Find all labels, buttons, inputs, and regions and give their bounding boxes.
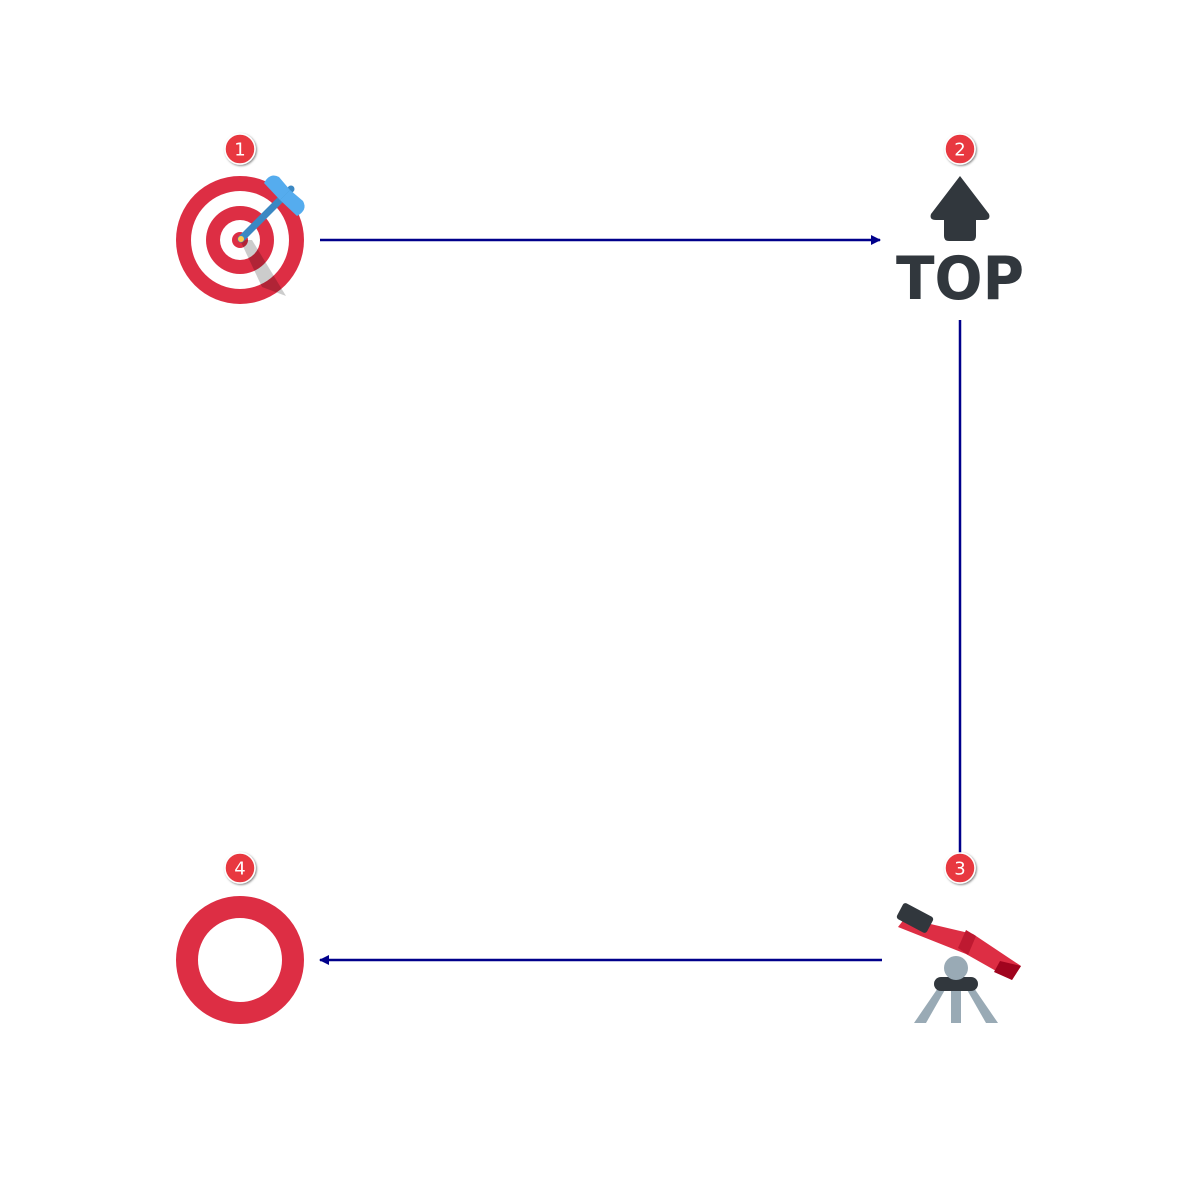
- node-4-badge-label: 4: [234, 859, 245, 880]
- node-2: TOP 2: [896, 133, 1024, 314]
- node-3: 3: [896, 852, 1021, 1023]
- top-arrow-icon: TOP: [896, 176, 1024, 314]
- node-2-badge-label: 2: [954, 140, 965, 161]
- node-3-badge-label: 3: [954, 859, 965, 880]
- node-2-badge: 2: [944, 133, 976, 165]
- telescope-icon: [896, 903, 1021, 1023]
- node-4-badge: 4: [224, 852, 256, 884]
- node-1-badge: 1: [224, 133, 256, 165]
- node-1-badge-label: 1: [234, 140, 245, 161]
- hollow-red-circle-icon: [176, 896, 304, 1024]
- node-4: 4: [176, 852, 304, 1024]
- node-1: 1: [176, 133, 305, 304]
- node-3-badge: 3: [944, 852, 976, 884]
- direct-hit-target-icon: [176, 175, 305, 304]
- top-label: TOP: [896, 244, 1024, 314]
